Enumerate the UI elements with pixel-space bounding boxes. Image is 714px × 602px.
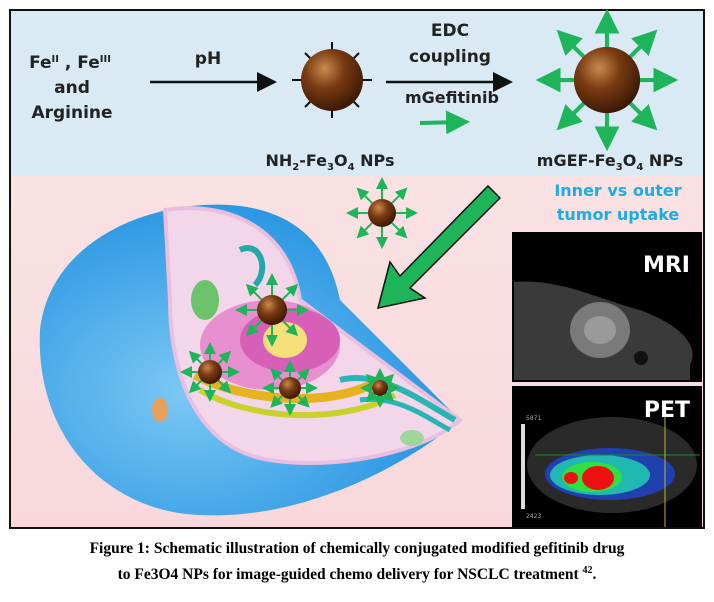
drug-nanoparticles-group xyxy=(180,177,418,416)
pet-scale-max: 5871 xyxy=(526,415,541,422)
mgefitinib-label: mGefitinib xyxy=(405,88,499,107)
pet-label: PET xyxy=(644,398,690,423)
mri-panel: MRI xyxy=(512,232,702,382)
delivery-arrow-icon xyxy=(376,184,502,309)
figure-caption: Figure 1: Schematic illustration of chem… xyxy=(0,538,714,586)
mgef-nanoparticle-icon xyxy=(574,47,640,113)
pet-scale-min: 2423 xyxy=(526,513,541,520)
nanoparticle-icon xyxy=(360,368,400,408)
nh2-np-label: NH2-Fe3O4 NPs xyxy=(265,151,394,173)
caption-line-2-text: to Fe3O4 NPs for image-guided chemo deli… xyxy=(117,566,583,584)
caption-reference: 42 xyxy=(582,565,593,576)
ph-label: pH xyxy=(195,49,221,69)
gefitinib-ligand-icon xyxy=(419,110,470,135)
reactant-arginine-label: Arginine xyxy=(31,103,112,123)
pet-panel: 5871 2423 PET xyxy=(512,386,702,527)
figure-schematic: FeII , FeIII and Arginine pH EDC couplin… xyxy=(9,8,705,529)
nanoparticle-icon xyxy=(262,360,318,416)
caption-line-1: Figure 1: Schematic illustration of chem… xyxy=(89,540,625,557)
reactant-and-label: and xyxy=(54,78,90,98)
nh2-nanoparticle-icon xyxy=(292,42,372,118)
coupling-label: coupling xyxy=(409,47,491,67)
mri-label: MRI xyxy=(643,253,690,278)
nanoparticle-icon xyxy=(235,273,309,347)
edc-label: EDC xyxy=(431,21,469,41)
reactant-iron-label: FeII , FeIII xyxy=(29,53,111,73)
uptake-label-line1: Inner vs outer xyxy=(554,181,681,200)
mgef-np-label: mGEF-Fe3O4 NPs xyxy=(537,151,683,173)
uptake-label-line2: tumor uptake xyxy=(557,205,680,224)
caption-period: . xyxy=(592,566,597,584)
nanoparticle-icon xyxy=(346,177,418,249)
caption-line-2: to Fe3O4 NPs for image-guided chemo deli… xyxy=(0,560,714,586)
nanoparticle-icon xyxy=(180,342,240,402)
